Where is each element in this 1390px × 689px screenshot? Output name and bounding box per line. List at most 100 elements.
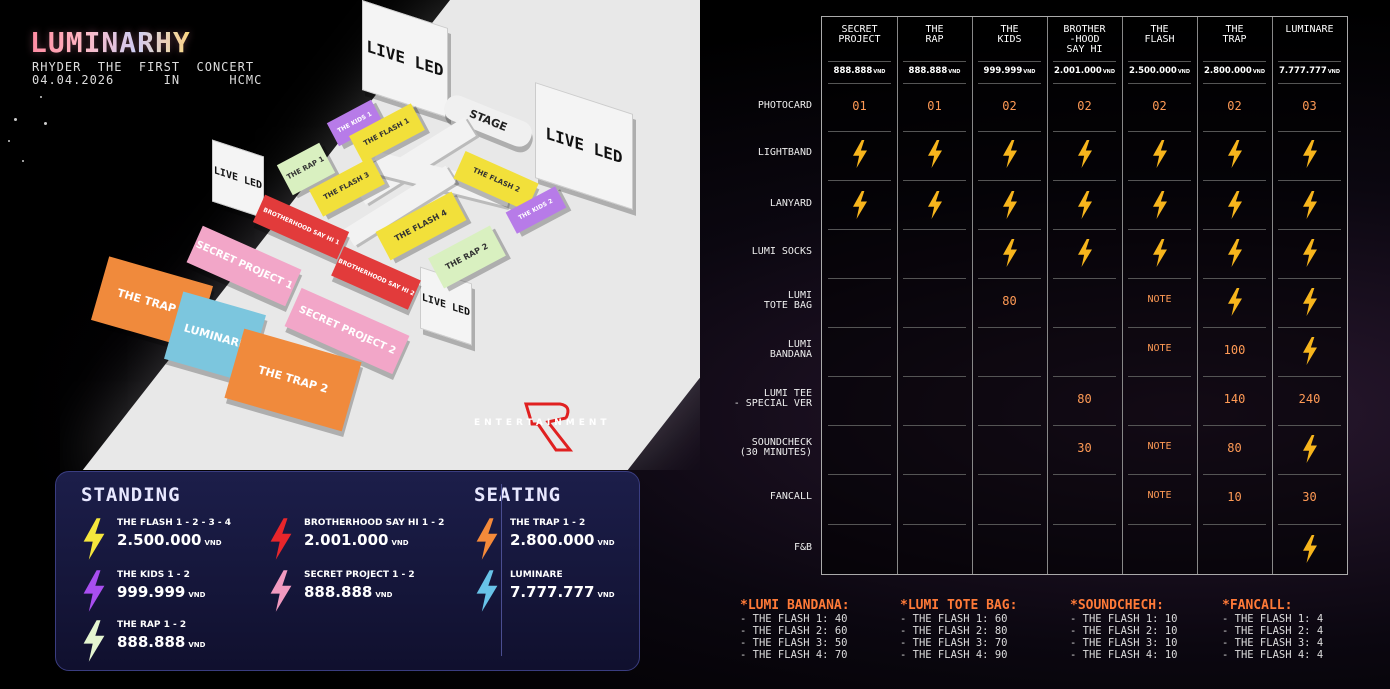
table-cell-value: 80 — [1002, 294, 1017, 308]
table-cell-value: 02 — [1152, 99, 1167, 113]
row-rule — [1128, 524, 1191, 525]
table-cell-included — [1197, 239, 1272, 270]
currency-label: VND — [597, 539, 615, 547]
row-rule — [1203, 229, 1266, 230]
table-cell-included — [1272, 239, 1347, 270]
footnote-line: - THE FLASH 4: 4 — [1222, 649, 1324, 661]
header-rule — [1053, 61, 1116, 62]
row-rule — [1203, 474, 1266, 475]
zone-price-value: 888.888 — [117, 633, 186, 651]
column-price: 888.888VND — [822, 66, 897, 76]
table-cell-value: 100 — [1223, 343, 1246, 357]
row-rule — [1203, 278, 1266, 279]
currency-label: VND — [391, 539, 409, 547]
lightning-bolt-icon — [1077, 191, 1092, 219]
star — [14, 118, 17, 121]
table-cell-value: NOTE — [1147, 294, 1172, 305]
zone-label: THE TRAP 2 — [256, 363, 330, 396]
row-label: FANCALL — [769, 491, 812, 502]
lightning-bolt-icon — [1302, 140, 1317, 168]
row-rule — [1128, 180, 1191, 181]
lightning-bolt-icon — [83, 620, 105, 662]
live-led-label: LIVE LED — [366, 36, 444, 81]
table-cell-included — [822, 140, 897, 171]
table-cell-value: 30 — [1302, 490, 1317, 504]
currency-label: VND — [188, 591, 206, 599]
lightning-bolt-icon — [1002, 191, 1017, 219]
zone-name: THE TRAP 1 - 2 — [510, 518, 586, 528]
row-rule — [1278, 474, 1341, 475]
live-led-label: LIVE LED — [545, 123, 623, 168]
row-rule — [1278, 278, 1341, 279]
footnote-line: - THE FLASH 3: 70 — [900, 637, 1008, 649]
row-label: LUMI TOTE BAG — [763, 290, 812, 311]
header-rule — [1278, 83, 1341, 84]
lightning-bolt-icon — [1302, 337, 1317, 365]
row-rule — [828, 180, 891, 181]
table-cell-included — [1122, 191, 1197, 222]
star — [40, 96, 42, 98]
table-cell-included — [1272, 435, 1347, 466]
column-price: 2.001.000VND — [1047, 66, 1122, 76]
table-cell-value: NOTE — [1147, 343, 1172, 354]
row-rule — [903, 131, 966, 132]
live-led-label: LIVE LED — [421, 291, 471, 319]
table-cell-value: 02 — [1077, 99, 1092, 113]
table-cell-value: 80 — [1227, 441, 1242, 455]
lightning-bolt-icon — [1152, 239, 1167, 267]
table-cell-value: 01 — [927, 99, 942, 113]
footnote-line: - THE FLASH 4: 90 — [900, 649, 1008, 661]
row-label: LIGHTBAND — [757, 147, 812, 158]
row-rule — [1053, 524, 1116, 525]
row-rule — [828, 376, 891, 377]
currency-label: VND — [375, 591, 393, 599]
lightning-bolt-icon — [1002, 239, 1017, 267]
row-rule — [828, 131, 891, 132]
column-price-value: 888.888 — [908, 66, 948, 76]
table-cell-included — [972, 191, 1047, 222]
lightning-bolt-icon — [1227, 191, 1242, 219]
concert-date-location: 04.04.2026 IN HCMC — [32, 73, 263, 87]
column-price: 2.800.000VND — [1197, 66, 1272, 76]
live-led-label: LIVE LED — [213, 164, 263, 192]
header-rule — [1128, 61, 1191, 62]
row-rule — [1128, 376, 1191, 377]
row-rule — [828, 474, 891, 475]
header-rule — [1203, 83, 1266, 84]
zone-label: THE RAP 2 — [443, 241, 490, 272]
column-divider — [897, 17, 898, 574]
row-rule — [1128, 474, 1191, 475]
row-rule — [1278, 524, 1341, 525]
table-cell-included — [1272, 535, 1347, 566]
header-rule — [828, 61, 891, 62]
table-cell-included — [1197, 140, 1272, 171]
row-rule — [1053, 425, 1116, 426]
row-rule — [1278, 327, 1341, 328]
lightning-bolt-icon — [927, 140, 942, 168]
legend-divider — [501, 484, 502, 656]
column-header: BROTHER -HOOD SAY HI — [1063, 24, 1106, 55]
lightning-bolt-icon — [476, 518, 498, 560]
row-rule — [903, 229, 966, 230]
table-cell-included — [1122, 140, 1197, 171]
lightning-bolt-icon — [476, 570, 498, 612]
lightning-bolt-icon — [1302, 535, 1317, 563]
header-rule — [1203, 61, 1266, 62]
row-rule — [1128, 131, 1191, 132]
zone-name: BROTHERHOOD SAY HI 1 - 2 — [304, 518, 445, 528]
currency-label: VND — [1252, 69, 1266, 75]
table-cell-value: 80 — [1077, 392, 1092, 406]
column-header: THE KIDS — [997, 24, 1022, 45]
header-rule — [1278, 61, 1341, 62]
column-header: LUMINARE — [1285, 24, 1334, 35]
row-rule — [828, 524, 891, 525]
currency-label: VND — [1023, 69, 1036, 75]
row-rule — [1053, 327, 1116, 328]
footnote-line: - THE FLASH 3: 50 — [740, 637, 848, 649]
row-rule — [1053, 474, 1116, 475]
